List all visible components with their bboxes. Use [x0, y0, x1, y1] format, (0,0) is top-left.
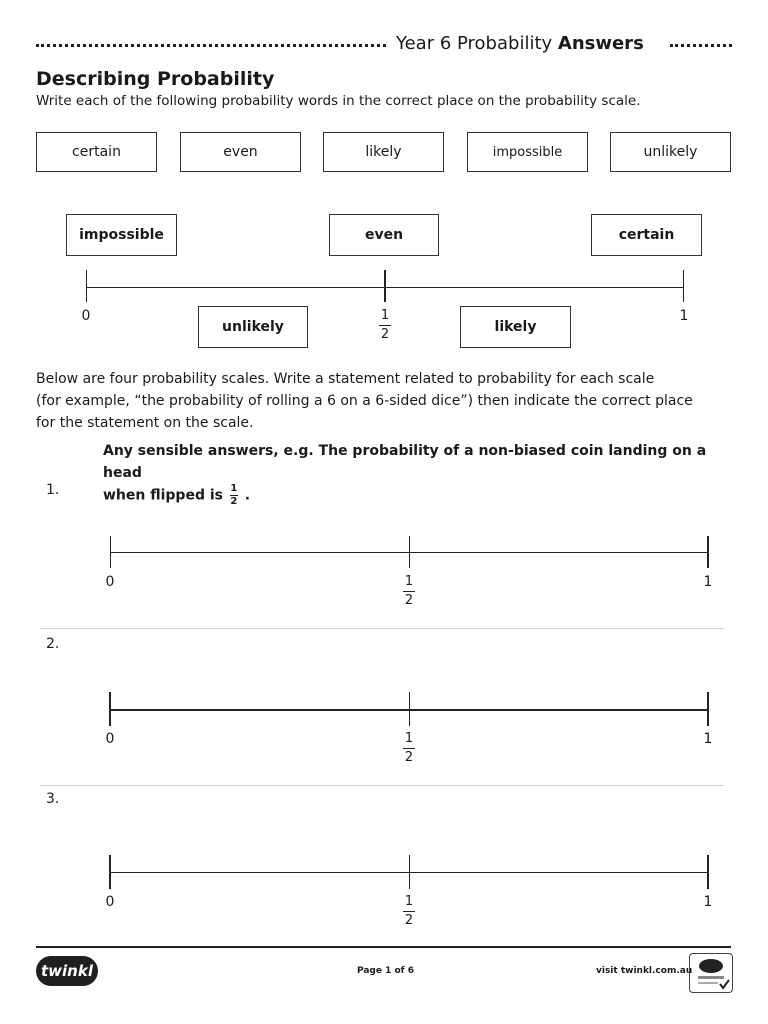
header-dots-right [670, 44, 732, 47]
scale-tick-half [409, 536, 410, 568]
word-bank-item: likely [323, 132, 444, 172]
answer-likely: likely [460, 306, 571, 348]
word-bank-item: impossible [467, 132, 588, 172]
scale-tick-half [384, 270, 386, 302]
scale-label-zero: 0 [81, 308, 91, 324]
word-bank-item: unlikely [610, 132, 731, 172]
scale-label-one: 1 [703, 574, 713, 590]
section-instruction: Write each of the following probability … [36, 93, 641, 109]
scale-tick-zero [110, 536, 111, 568]
question-label: 3. [46, 791, 60, 807]
scale-tick-half [409, 855, 410, 889]
header-dots-left [36, 44, 386, 47]
answer-even: even [329, 214, 439, 256]
scale-tick-zero [109, 692, 111, 726]
scale-label-zero: 0 [105, 574, 115, 590]
example-answer: Any sensible answers, e.g. The probabili… [103, 443, 707, 507]
answer-unlikely: unlikely [198, 306, 308, 348]
twinkl-logo: twinkl [36, 956, 98, 986]
scale-tick-one [707, 855, 709, 889]
footer-rule [36, 946, 731, 948]
word-bank-item: certain [36, 132, 157, 172]
scale-label-zero: 0 [105, 894, 115, 910]
divider [40, 628, 724, 629]
divider [40, 785, 724, 786]
section-heading: Describing Probability [36, 68, 275, 90]
scale-tick-one [683, 270, 684, 302]
quality-badge-icon [689, 953, 733, 993]
scale-tick-one [707, 536, 709, 568]
scale-tick-zero [109, 855, 111, 889]
scale-label-one: 1 [703, 731, 713, 747]
scale-tick-zero [86, 270, 87, 302]
question-label: 1. [46, 482, 60, 498]
answer-impossible: impossible [66, 214, 177, 256]
word-bank-item: even [180, 132, 301, 172]
scale-label-one: 1 [703, 894, 713, 910]
question-label: 2. [46, 636, 60, 652]
scale-label-one: 1 [679, 308, 689, 324]
scale-label-zero: 0 [105, 731, 115, 747]
page-header-title: Year 6 Probability Answers [396, 33, 644, 54]
page-number: Page 1 of 6 [357, 966, 414, 976]
scale-tick-half [409, 692, 410, 726]
answer-certain: certain [591, 214, 702, 256]
scale-tick-one [707, 692, 709, 726]
instructions-paragraph: Below are four probability scales. Write… [36, 371, 693, 431]
visit-link[interactable]: visit twinkl.com.au [596, 966, 693, 976]
